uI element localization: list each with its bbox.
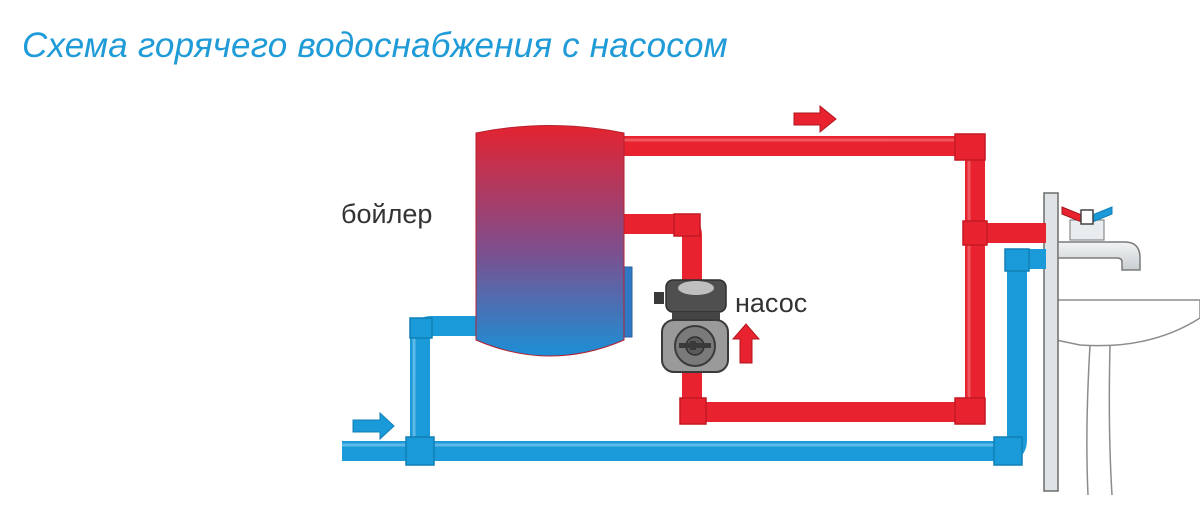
boiler-label: бойлер (341, 199, 432, 229)
cold-pipe-highlights (342, 338, 1006, 451)
arrow-up-icon (731, 323, 761, 364)
page-title: Схема горячего водоснабжения с насосом (22, 26, 728, 65)
faucet-icon (1057, 206, 1141, 271)
wall-panel (1043, 192, 1059, 492)
boiler (475, 125, 633, 357)
cold-fittings (405, 248, 1030, 466)
sink (1051, 299, 1200, 496)
hot-water-pipes (600, 136, 1046, 422)
arrow-right-icon (793, 104, 837, 134)
pump-label: насос (735, 288, 807, 318)
hot-pipe-highlights (620, 138, 971, 398)
arrow-right-icon (352, 411, 395, 441)
hot-fittings (673, 133, 988, 425)
pump (654, 279, 729, 373)
